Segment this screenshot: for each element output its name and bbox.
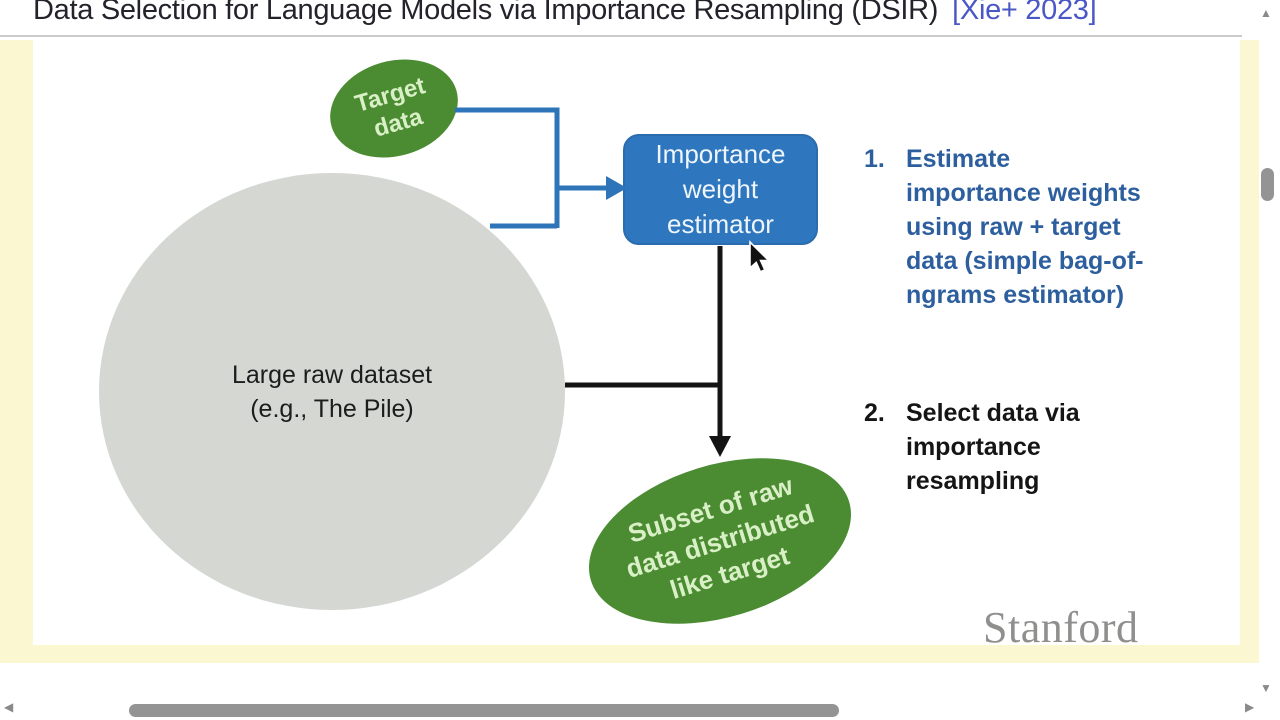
target-data-ellipse: Target data [318, 44, 470, 173]
slide-frame-left [0, 40, 33, 663]
step-1-number: 1. [864, 145, 885, 173]
black-arrowhead-icon [709, 436, 731, 457]
horizontal-scrollbar-thumb[interactable] [129, 704, 839, 717]
step-2-text: Select data via importance resampling [906, 399, 1080, 495]
stanford-logo: Stanford [983, 603, 1139, 652]
scroll-up-icon[interactable]: ▲ [1260, 6, 1272, 20]
citation-link[interactable]: [Xie+ 2023] [952, 0, 1097, 26]
step-2: 2. Select data via importance resampling [864, 396, 1199, 498]
step-1-text: Estimate importance weights using raw + … [906, 145, 1144, 309]
blue-connector-target [455, 107, 560, 228]
slide-title-text: Data Selection for Language Models via I… [33, 0, 939, 26]
subset-ellipse: Subset of raw data distributed like targ… [568, 428, 872, 654]
slide-title: Data Selection for Language Models via I… [33, 0, 1097, 27]
subset-label: Subset of raw data distributed like targ… [622, 469, 818, 605]
slide-frame-right [1240, 40, 1259, 663]
step-1: 1. Estimate importance weights using raw… [864, 142, 1199, 312]
target-data-label: Target data [351, 71, 429, 143]
importance-estimator-label: Importance weight estimator [655, 139, 786, 239]
title-divider-line [0, 35, 1242, 37]
raw-dataset-circle: Large raw dataset (e.g., The Pile) [99, 173, 565, 610]
scroll-left-icon[interactable]: ◀ [4, 700, 14, 714]
mouse-cursor-icon [749, 240, 771, 273]
raw-dataset-label: Large raw dataset (e.g., The Pile) [231, 360, 433, 423]
scroll-down-icon[interactable]: ▼ [1260, 681, 1272, 695]
slide-frame-bottom [0, 645, 1259, 663]
scroll-right-icon[interactable]: ▶ [1245, 700, 1255, 714]
importance-estimator-box: Importance weight estimator [623, 134, 818, 245]
vertical-scrollbar-thumb[interactable] [1261, 168, 1274, 201]
step-2-number: 2. [864, 399, 885, 427]
